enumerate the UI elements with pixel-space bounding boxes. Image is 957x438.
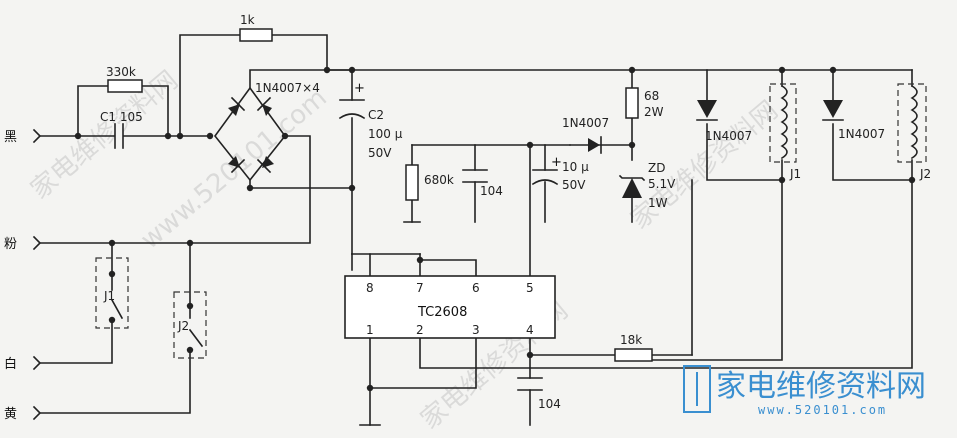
terminal-label-black: 黑 — [4, 130, 17, 145]
components: + + — [32, 28, 927, 421]
label-c-10u: 10 μ — [562, 160, 589, 174]
label-zener-voltage: 5.1V — [648, 177, 676, 191]
label-c2-voltage: 50V — [368, 146, 392, 160]
label-bridge: 1N4007×4 — [255, 81, 320, 95]
ic-pin-5: 5 — [526, 281, 534, 295]
wires — [39, 34, 913, 426]
label-c-10u-voltage: 50V — [562, 178, 586, 192]
label-zener-power: 1W — [648, 196, 668, 210]
resistor-330k — [107, 79, 143, 93]
label-r-1k: 1k — [240, 13, 255, 27]
ic-pin-4: 4 — [526, 323, 534, 337]
ic-pin-8: 8 — [366, 281, 374, 295]
ic-label: TC2608 — [417, 305, 467, 320]
diode-j1 — [697, 100, 717, 118]
ic-pin-2: 2 — [416, 323, 424, 337]
label-r-68: 68 — [644, 89, 659, 103]
ic-tc2608-body — [344, 275, 556, 339]
label-c2: C2 — [368, 108, 384, 122]
terminal-arrow-white — [32, 355, 42, 371]
label-c1: C1 105 — [100, 110, 143, 124]
label-r-330k: 330k — [106, 65, 136, 79]
c10u-plus-sign: + — [551, 155, 562, 170]
ic-pin-7: 7 — [416, 281, 424, 295]
capacitor-c2-plate-neg — [338, 113, 366, 120]
label-zener: ZD — [648, 161, 665, 175]
logo-title: 家电维修资料网 — [716, 369, 926, 404]
logo-mark-icon — [683, 365, 711, 413]
label-r-68-power: 2W — [644, 105, 664, 119]
site-logo: 家电维修资料网 www.520101.com — [683, 365, 926, 417]
c2-plus-sign: + — [354, 81, 365, 96]
terminal-arrow-black — [32, 128, 42, 144]
switch-outline-j2 — [173, 291, 207, 359]
label-c-104b: 104 — [538, 397, 561, 411]
diode-j2 — [823, 100, 843, 118]
capacitor-10u-plate-b — [531, 179, 559, 186]
label-c2-value: 100 μ — [368, 127, 403, 141]
label-r-18k: 18k — [620, 333, 642, 347]
resistor-68 — [625, 87, 639, 119]
label-switch-j1: J1 — [103, 289, 115, 303]
terminal-arrow-yellow — [32, 405, 42, 421]
terminal-arrow-pink — [32, 235, 42, 251]
resistor-680k — [405, 164, 419, 201]
ic-pin-3: 3 — [472, 323, 480, 337]
relay-outline-j1 — [769, 83, 797, 163]
label-relay-j1: J1 — [789, 167, 801, 181]
resistor-1k — [239, 28, 273, 42]
label-c-104a: 104 — [480, 184, 503, 198]
resistor-18k — [614, 348, 653, 362]
relay-coil-j2 — [910, 84, 918, 160]
label-diode-small: 1N4007 — [562, 116, 609, 130]
label-switch-j2: J2 — [177, 319, 189, 333]
labels: 黑 粉 白 黄 1k 330k C1 105 1N4007×4 C2 100 μ… — [4, 13, 931, 422]
label-diode-j1: 1N4007 — [705, 129, 752, 143]
ic-pin-1: 1 — [366, 323, 374, 337]
relay-outline-j2 — [897, 83, 927, 163]
terminal-label-yellow: 黄 — [4, 407, 17, 422]
label-diode-j2: 1N4007 — [838, 127, 885, 141]
diode-small — [588, 138, 600, 152]
label-relay-j2: J2 — [919, 167, 931, 181]
ic-pin-6: 6 — [472, 281, 480, 295]
switch-outline-j1 — [95, 257, 129, 329]
zener-diode — [622, 178, 642, 198]
bridge-rectifier — [213, 86, 287, 182]
terminal-label-pink: 粉 — [4, 237, 17, 252]
relay-coil-j1 — [780, 84, 788, 160]
label-r-680k: 680k — [424, 173, 454, 187]
logo-url: www.520101.com — [758, 403, 887, 417]
terminal-label-white: 白 — [4, 356, 17, 372]
junction-dots — [74, 66, 916, 392]
